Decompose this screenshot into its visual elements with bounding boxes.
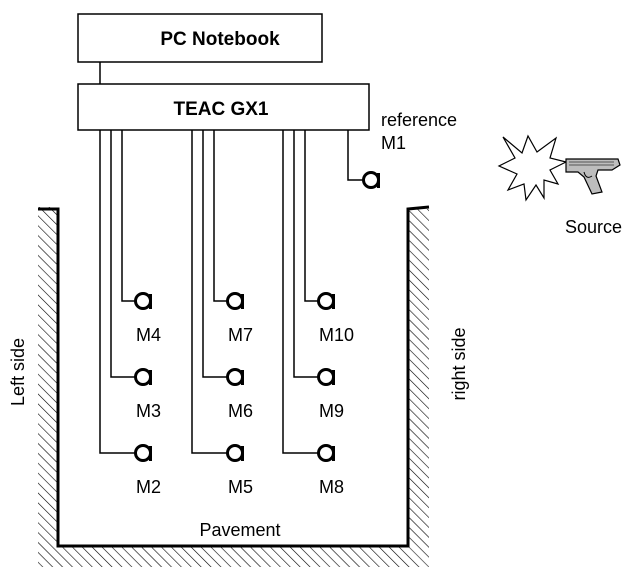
trench-walls <box>38 205 430 567</box>
microphone-label: M5 <box>228 477 253 497</box>
microphone-label: M8 <box>319 477 344 497</box>
microphone-label: M9 <box>319 401 344 421</box>
microphone-icon <box>317 292 335 310</box>
microphone-icon <box>226 292 244 310</box>
left-side-label: Left side <box>8 338 28 406</box>
pavement-label: Pavement <box>199 520 280 540</box>
cables <box>99 130 318 454</box>
microphone-label: M4 <box>136 325 161 345</box>
source-label: Source <box>565 217 622 237</box>
reference-cable <box>347 130 363 181</box>
microphone-label: M6 <box>228 401 253 421</box>
reference-label: reference <box>381 110 457 130</box>
microphone-icon <box>317 368 335 386</box>
microphone-icon <box>362 171 380 189</box>
microphone-icon <box>226 368 244 386</box>
microphone-icon <box>134 444 152 462</box>
right-side-label: right side <box>449 327 469 400</box>
microphone-icon <box>317 444 335 462</box>
microphone-icon <box>226 444 244 462</box>
microphone-icon <box>134 292 152 310</box>
microphone-label: M10 <box>319 325 354 345</box>
explosion-icon <box>497 134 568 202</box>
pc-notebook-label: PC Notebook <box>160 29 280 50</box>
microphone-label: M2 <box>136 477 161 497</box>
pc-notebook-box: PC Notebook <box>77 13 323 63</box>
microphone-label: M3 <box>136 401 161 421</box>
pistol-icon <box>565 158 621 195</box>
recorder-box: TEAC GX1 <box>77 83 370 131</box>
reference-mic-label: M1 <box>381 133 406 153</box>
recorder-label: TEAC GX1 <box>173 99 268 120</box>
microphone-label: M7 <box>228 325 253 345</box>
microphone-icon <box>134 368 152 386</box>
